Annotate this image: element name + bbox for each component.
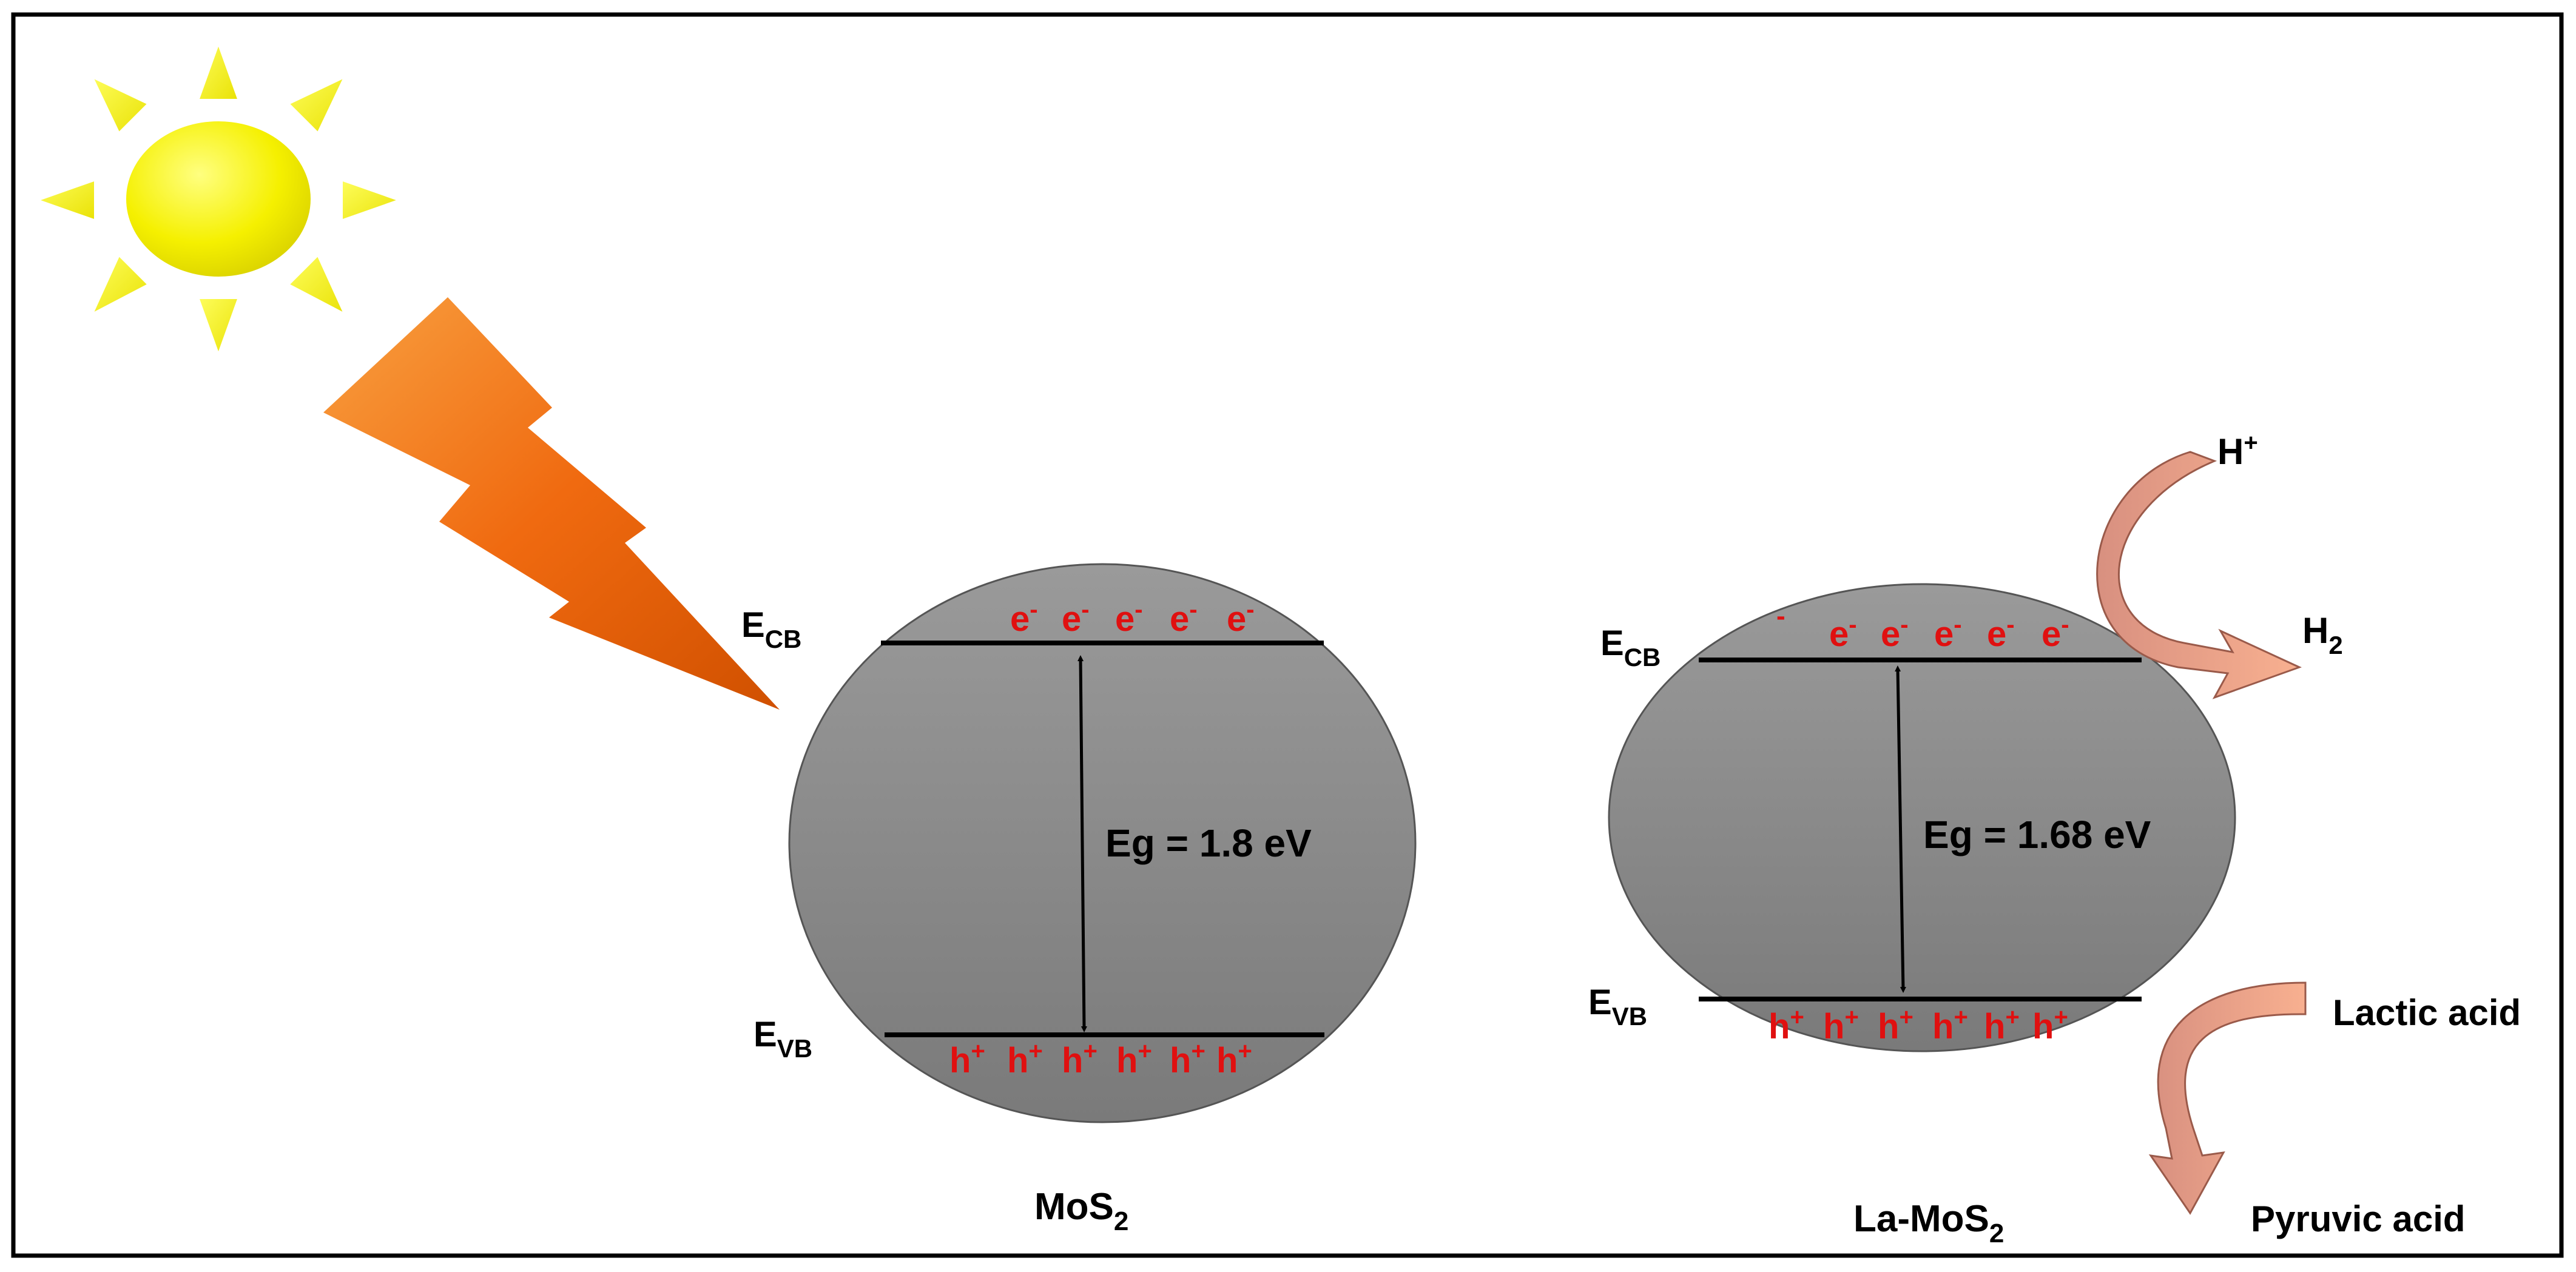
electron: e- bbox=[1881, 611, 1909, 654]
hole: h+ bbox=[1823, 1004, 1859, 1046]
hole: h+ bbox=[1170, 1038, 1205, 1080]
mos2-particle: Eg = 1.8 eV e-e-e-e-e- h+h+h+h+h+h+ ECB … bbox=[741, 563, 1417, 1236]
electron: e- bbox=[1115, 596, 1143, 639]
hole: h+ bbox=[1007, 1038, 1043, 1080]
lightning-bolt-icon bbox=[323, 297, 780, 710]
hole: h+ bbox=[1984, 1004, 2020, 1046]
la-mos2-bandgap-arrow bbox=[1895, 665, 1906, 993]
mos2-sphere bbox=[788, 563, 1417, 1123]
mos2-electrons: e-e-e-e-e- bbox=[1010, 596, 1255, 639]
hole: h+ bbox=[1768, 1004, 1804, 1046]
electron: e- bbox=[1170, 596, 1198, 639]
hydrogen-label: H2 bbox=[2302, 610, 2343, 659]
hole: h+ bbox=[1116, 1038, 1152, 1080]
mos2-evb-label: EVB bbox=[754, 1015, 812, 1063]
sun-icon bbox=[22, 29, 415, 369]
hole: h+ bbox=[1878, 1004, 1913, 1046]
la-mos2-stray-minus: - bbox=[1776, 601, 1785, 631]
mos2-name-label: MoS2 bbox=[1034, 1186, 1128, 1236]
mos2-holes: h+ h+ h+ h+ h+ h+ bbox=[949, 1038, 1252, 1080]
la-mos2-evb-label: EVB bbox=[1588, 983, 1647, 1031]
lactic-acid-label: Lactic acid bbox=[2333, 992, 2521, 1033]
hole: h+ bbox=[1062, 1038, 1097, 1080]
la-mos2-name-label: La-MoS2 bbox=[1853, 1198, 2004, 1248]
la-mos2-sphere bbox=[1608, 583, 2236, 1052]
la-mos2-ecb-label: ECB bbox=[1600, 624, 1661, 671]
mos2-bandgap-label: Eg = 1.8 eV bbox=[1105, 821, 1312, 865]
proton-label: H+ bbox=[2217, 429, 2258, 472]
electron: e- bbox=[1227, 596, 1255, 639]
oxidation-arrow bbox=[2148, 981, 2307, 1215]
hydrogen-evolution-arrow bbox=[2096, 451, 2302, 699]
hole: h+ bbox=[949, 1038, 985, 1080]
mos2-bandgap-arrow bbox=[1077, 655, 1087, 1032]
electron: e- bbox=[1010, 596, 1038, 639]
electron: e- bbox=[1829, 611, 1857, 654]
electron: e- bbox=[2042, 611, 2069, 654]
la-mos2-electrons: e-e-e-e-e- bbox=[1829, 611, 2069, 654]
la-mos2-holes: h+ h+ h+ h+ h+ h+ bbox=[1768, 1004, 2068, 1046]
la-mos2-bandgap-label: Eg = 1.68 eV bbox=[1923, 813, 2151, 856]
hole: h+ bbox=[2032, 1004, 2068, 1046]
electron: e- bbox=[1987, 611, 2015, 654]
hole: h+ bbox=[1932, 1004, 1968, 1046]
mos2-ecb-label: ECB bbox=[741, 605, 801, 653]
electron: e- bbox=[1062, 596, 1090, 639]
la-mos2-particle: Eg = 1.68 eV - e-e-e-e-e- h+ h+ h+ h+ h+ h+ E… bbox=[1588, 583, 2236, 1248]
pyruvic-acid-label: Pyruvic acid bbox=[2251, 1199, 2466, 1239]
electron: e- bbox=[1934, 611, 1962, 654]
hole: h+ bbox=[1216, 1038, 1252, 1080]
